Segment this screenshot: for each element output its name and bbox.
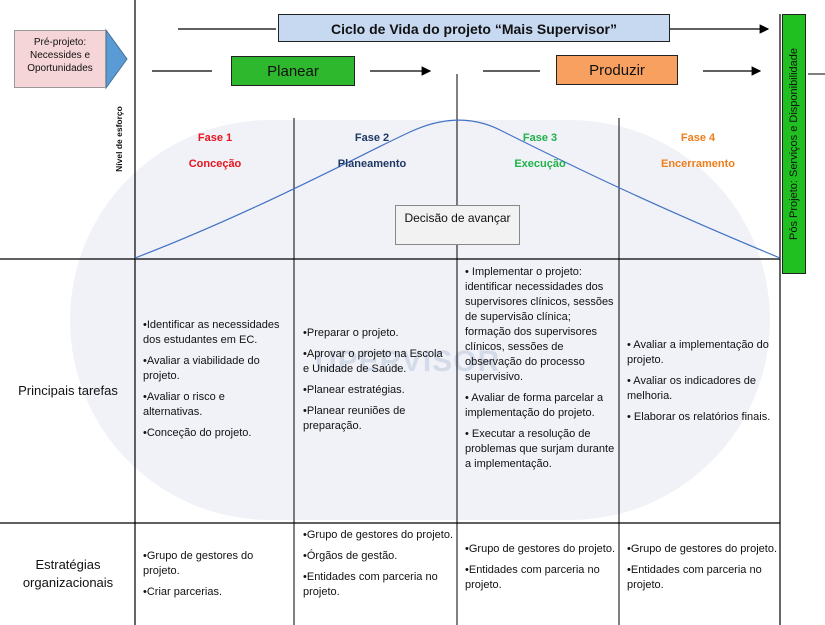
estrategias-cell-fase3: •Grupo de gestores do projeto. •Entidade… xyxy=(465,542,615,599)
effort-curve xyxy=(134,119,781,259)
phase-4-number: Fase 4 xyxy=(680,132,716,144)
list-item: • Avaliar de forma parcelar a implementa… xyxy=(465,392,604,419)
phase-2-number: Fase 2 xyxy=(354,132,390,144)
list-item: •Grupo de gestores do projeto. xyxy=(627,543,777,555)
phase-3: Fase 3 Execução xyxy=(480,132,600,170)
estrategias-cell-fase2: •Grupo de gestores do projeto. •Órgãos d… xyxy=(303,528,453,606)
pre-projeto-arrow xyxy=(105,28,128,90)
list-item: •Avaliar o risco e alternativas. xyxy=(143,391,225,418)
list-item: •Entidades com parceria no projeto. xyxy=(627,564,762,591)
list-item: •Planear reuniões de preparação. xyxy=(303,405,406,432)
phase-1-number: Fase 1 xyxy=(197,132,233,144)
list-item: •Preparar o projeto. xyxy=(303,327,399,339)
phase-1-name: Conceção xyxy=(188,158,242,170)
list-item: • Avaliar os indicadores de melhoria. xyxy=(627,375,757,402)
list-item: •Identificar as necessidades dos estudan… xyxy=(143,319,280,346)
planear-box: Planear xyxy=(231,56,355,86)
phase-4-name: Encerramento xyxy=(661,158,735,170)
page-title: Ciclo de Vida do projeto “Mais Superviso… xyxy=(278,14,670,42)
list-item: •Entidades com parceria no projeto. xyxy=(303,571,438,598)
pos-projeto-box: Pós Projeto: Serviços e Disponibilidade xyxy=(782,14,806,274)
tarefas-cell-fase3: • Implementar o projeto: identificar nec… xyxy=(465,265,615,478)
list-item: • Avaliar a implementação do projeto. xyxy=(627,339,769,366)
list-item: • Elaborar os relatórios finais. xyxy=(627,411,771,423)
produzir-box: Produzir xyxy=(556,55,678,85)
list-item: •Grupo de gestores do projeto. xyxy=(465,543,615,555)
phase-4: Fase 4 Encerramento xyxy=(638,132,758,170)
list-item: •Aprovar o projeto na Escola e Unidade d… xyxy=(303,348,443,375)
effort-axis-label: Nível de esforço xyxy=(113,105,125,173)
tarefas-cell-fase1: •Identificar as necessidades dos estudan… xyxy=(143,318,283,447)
list-item: •Entidades com parceria no projeto. xyxy=(465,564,600,591)
watermark-text: UPERVISOR xyxy=(315,345,501,378)
pre-projeto-box: Pré-projeto: Necessides e Oportunidades xyxy=(14,30,106,88)
list-item: •Planear estratégias. xyxy=(303,384,405,396)
tarefas-cell-fase2: •Preparar o projeto. •Aprovar o projeto … xyxy=(303,326,449,440)
list-item: • Executar a resolução de problemas que … xyxy=(465,428,615,470)
row-label-tarefas: Principais tarefas xyxy=(18,383,118,398)
effort-axis-text: Nível de esforço xyxy=(114,106,124,172)
list-item: •Grupo de gestores do projeto. xyxy=(303,529,453,541)
list-item: • Implementar o projeto: identificar nec… xyxy=(465,266,614,383)
list-item: •Grupo de gestores do projeto. xyxy=(143,550,254,577)
row-label-estrategias: Estratégias organizacionais xyxy=(22,557,114,590)
decision-box: Decisão de avançar xyxy=(395,205,520,245)
phase-3-number: Fase 3 xyxy=(522,132,558,144)
list-item: •Avaliar a viabilidade do projeto. xyxy=(143,355,260,382)
list-item: •Órgãos de gestão. xyxy=(303,550,398,562)
tarefas-cell-fase4: • Avaliar a implementação do projeto. • … xyxy=(627,338,777,431)
estrategias-cell-fase4: •Grupo de gestores do projeto. •Entidade… xyxy=(627,542,777,599)
list-item: •Criar parcerias. xyxy=(143,586,223,598)
phase-1: Fase 1 Conceção xyxy=(155,132,275,170)
phase-2-name: Planeamento xyxy=(337,158,407,170)
phase-2: Fase 2 Planeamento xyxy=(312,132,432,170)
watermark-cloud xyxy=(70,120,770,520)
phase-3-name: Execução xyxy=(514,158,566,170)
pos-projeto-label: Pós Projeto: Serviços e Disponibilidade xyxy=(788,48,800,240)
list-item: •Conceção do projeto. xyxy=(143,427,252,439)
estrategias-cell-fase1: •Grupo de gestores do projeto. •Criar pa… xyxy=(143,549,289,606)
